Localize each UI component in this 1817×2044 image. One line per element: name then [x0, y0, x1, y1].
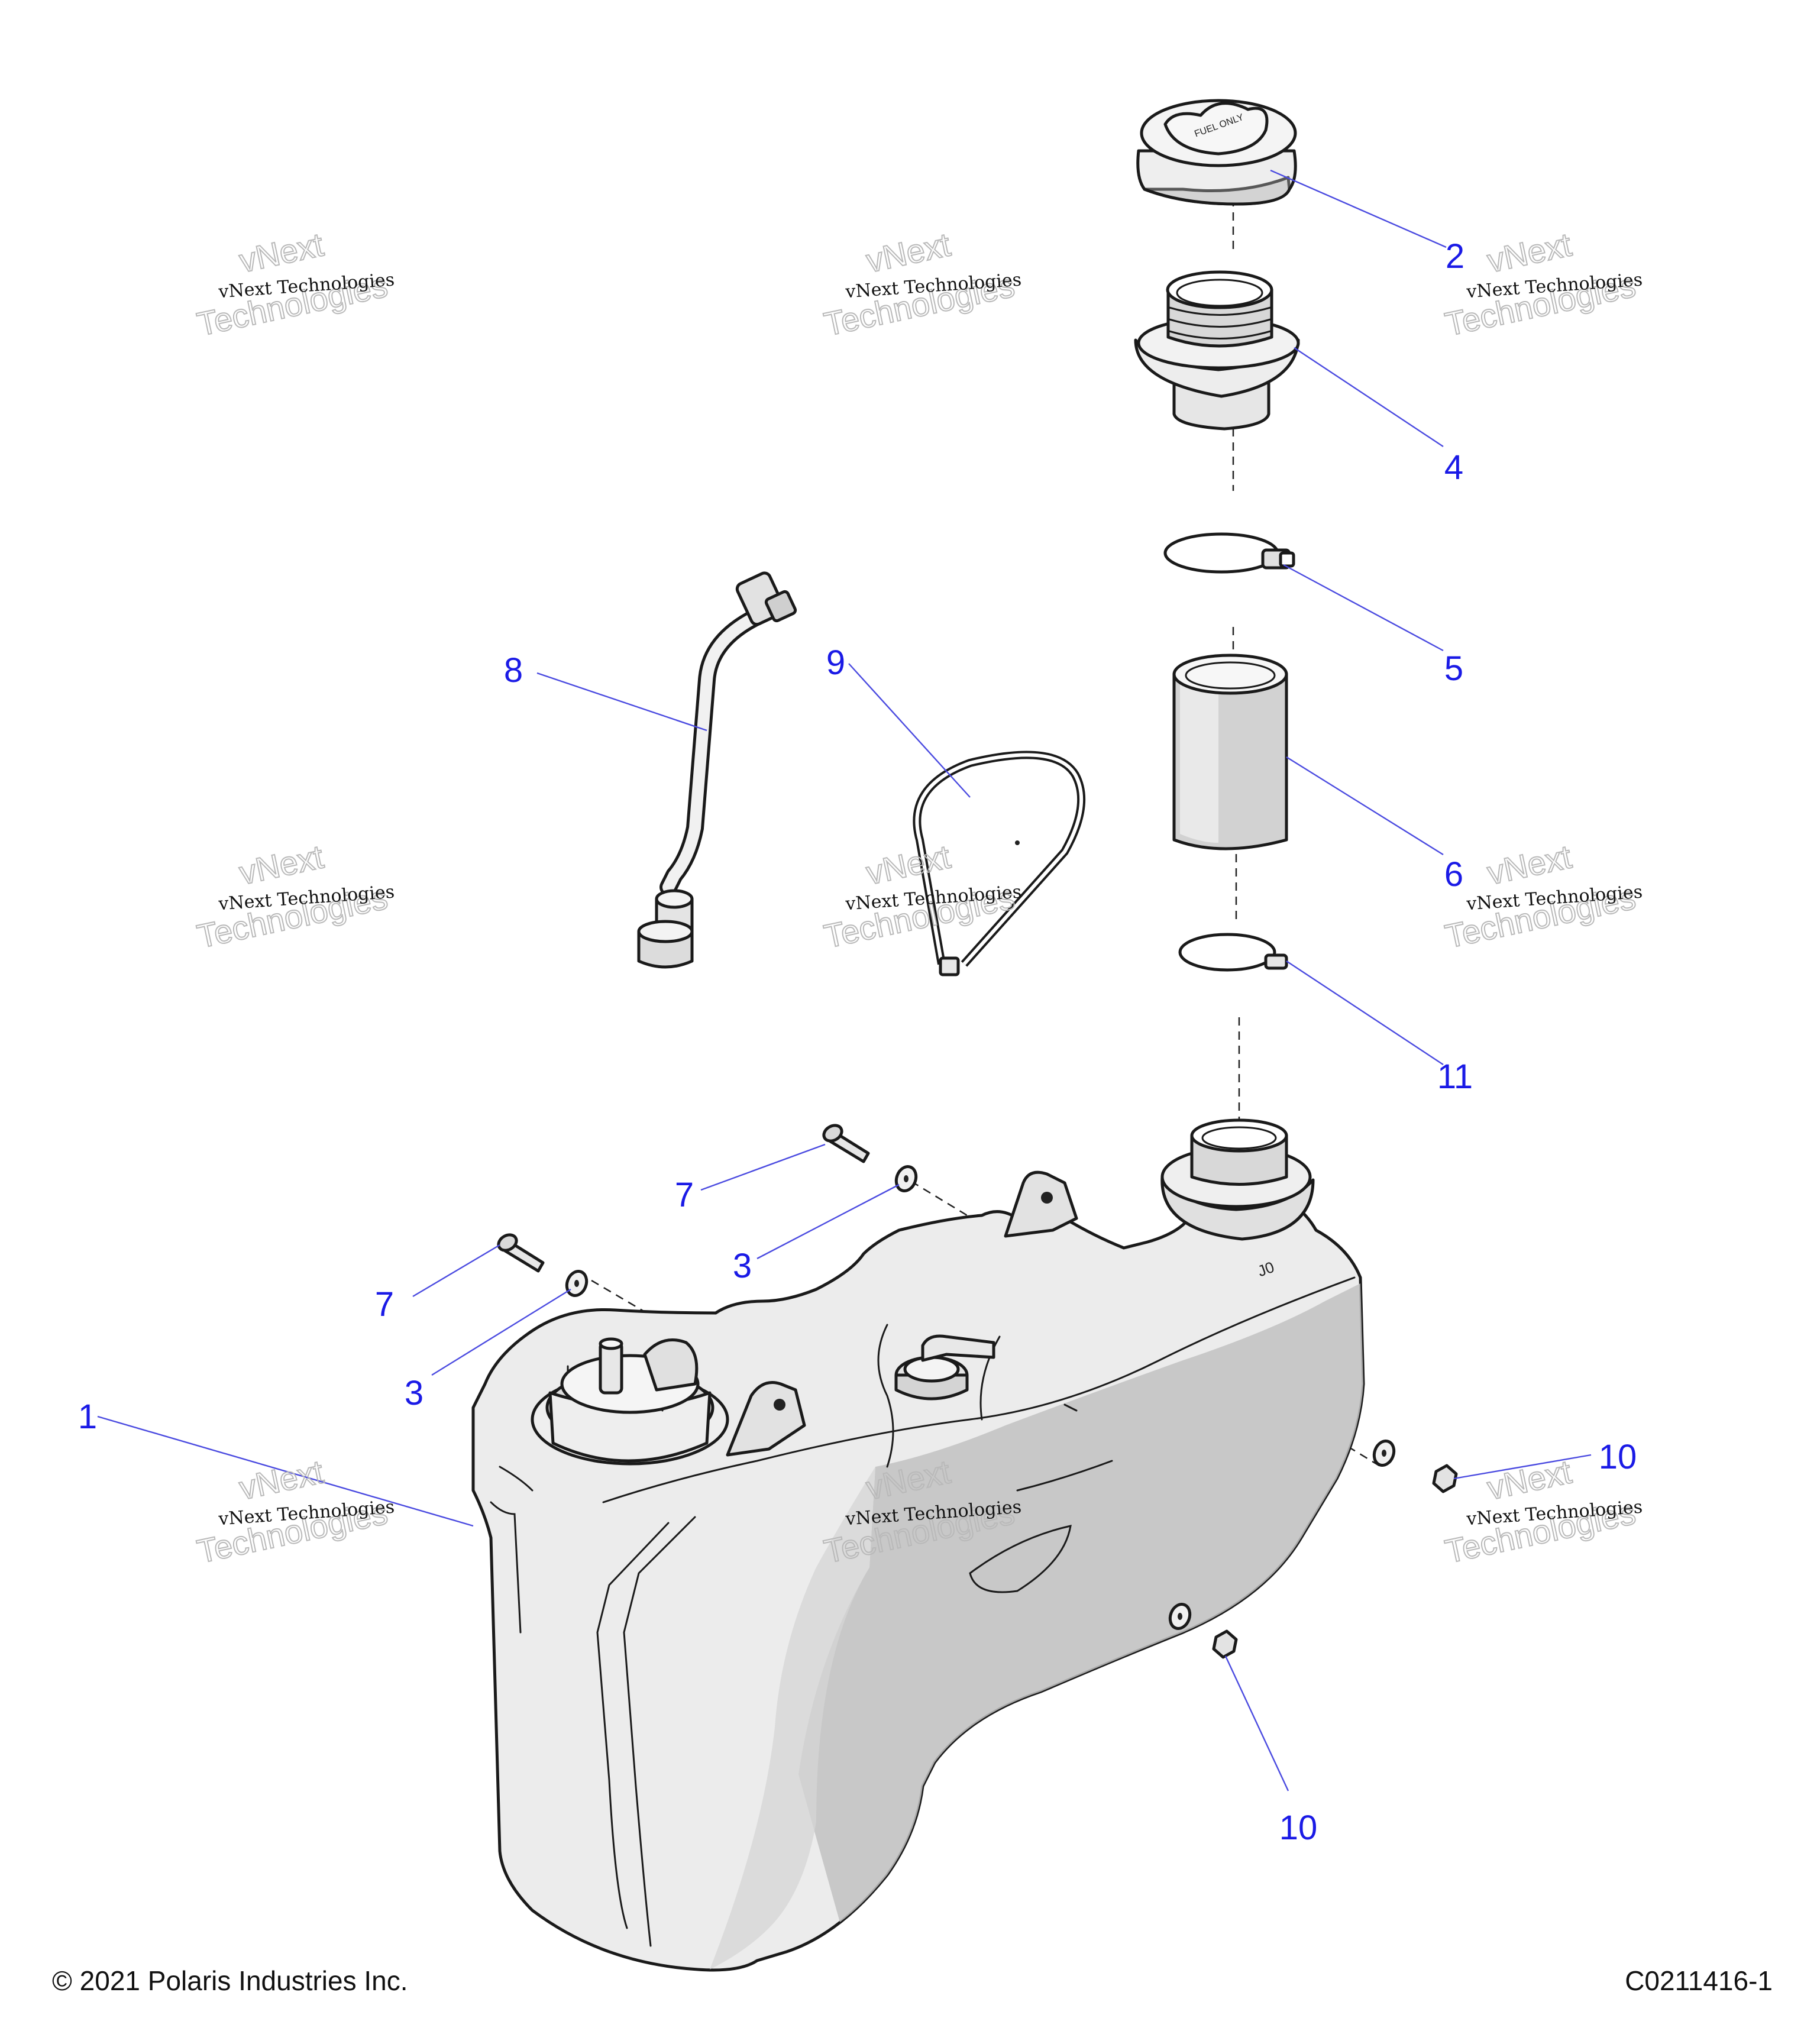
svg-text:vNext: vNext: [1484, 837, 1575, 891]
callout-5: 5: [1444, 649, 1463, 688]
callout-4: 4: [1444, 448, 1463, 487]
callout-2: 2: [1446, 237, 1464, 276]
svg-text:vNext: vNext: [863, 225, 954, 279]
svg-text:vNext: vNext: [863, 837, 954, 891]
filler-hose-part: [1172, 654, 1288, 850]
watermark-bottom-left: vNext Technologies vNext Technologies: [193, 1452, 395, 1571]
svg-text:vNext: vNext: [1484, 1453, 1575, 1506]
fuel-tank-part: J0: [471, 1118, 1365, 1972]
callout-1: 1: [78, 1398, 97, 1436]
callout-7-lower: 7: [375, 1285, 394, 1324]
callout-3-upper: 3: [733, 1247, 752, 1285]
callout-11: 11: [1437, 1057, 1473, 1096]
leader-lines: [97, 169, 1592, 1791]
tank-washer-lower-part: [565, 1270, 589, 1297]
tank-bolt-lower-part: [497, 1233, 545, 1273]
svg-text:vNext: vNext: [236, 225, 327, 279]
callout-numbers: 2 4 5 6 11 8 9 7 3 7 3 1 10 10: [78, 237, 1637, 1847]
watermark-middle-left: vNext Technologies vNext Technologies: [193, 837, 395, 956]
tank-bolt-upper-part: [822, 1124, 870, 1163]
vent-line-part: [637, 571, 797, 969]
fuel-cap-part: FUEL ONLY: [1136, 99, 1297, 206]
watermark-top-left: vNext Technologies vNext Technologies: [193, 225, 395, 344]
tank-nut-right-part: [1372, 1440, 1458, 1493]
watermark-middle-right: vNext Technologies vNext Technologies: [1441, 837, 1643, 956]
svg-text:vNext: vNext: [1484, 225, 1575, 279]
drawing-number: C0211416-1: [1625, 1965, 1773, 1996]
cable-tie-part: [913, 751, 1086, 976]
callout-10-bottom: 10: [1279, 1809, 1318, 1847]
watermark-top-right: vNext Technologies vNext Technologies: [1441, 225, 1643, 344]
filler-neck-part: [1134, 270, 1300, 431]
watermark-top-center: vNext Technologies vNext Technologies: [820, 225, 1022, 344]
callout-10-right: 10: [1599, 1438, 1637, 1476]
tank-nut-bottom-part: [1168, 1603, 1238, 1659]
callout-6: 6: [1444, 855, 1463, 894]
svg-text:vNext: vNext: [236, 837, 327, 891]
copyright-notice: © 2021 Polaris Industries Inc.: [52, 1965, 408, 1996]
callout-9: 9: [826, 643, 845, 682]
callout-7-upper: 7: [675, 1176, 694, 1214]
callout-8: 8: [504, 651, 523, 690]
upper-hose-clamp-part: [1163, 532, 1295, 574]
callout-3-lower: 3: [405, 1374, 423, 1412]
tank-washer-upper-part: [894, 1165, 918, 1192]
lower-hose-clamp-part: [1178, 933, 1288, 972]
